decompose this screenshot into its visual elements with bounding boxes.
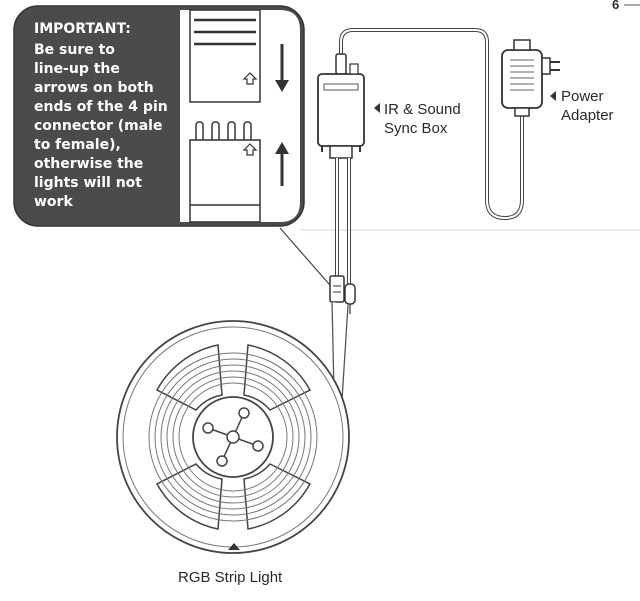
callout-line: connector (male xyxy=(34,118,162,134)
arrow-down-icon xyxy=(275,44,289,92)
page-number: 6 xyxy=(612,0,619,12)
callout-line: arrows on both xyxy=(34,80,154,96)
callout-line: line-up the xyxy=(34,61,120,77)
hub-spokes xyxy=(202,407,264,467)
callout-line: otherwise the xyxy=(34,156,143,172)
callout-heading: IMPORTANT: xyxy=(34,21,131,37)
sync-box-label: IR & Sound xyxy=(384,101,461,118)
male-connector-illustration xyxy=(189,121,261,223)
female-connector-illustration xyxy=(189,9,261,103)
led-strip-reel xyxy=(116,320,350,554)
alignment-arrow-icon xyxy=(242,72,258,85)
strip-light-label: RGB Strip Light xyxy=(178,569,283,586)
pointer-arrow-icon xyxy=(550,91,556,101)
alignment-arrow-icon xyxy=(242,143,258,156)
callout-line: Be sure to xyxy=(34,42,115,58)
callout-line: ends of the 4 pin xyxy=(34,99,168,115)
callout-line: to female), xyxy=(34,137,121,153)
arrow-up-icon xyxy=(275,142,289,186)
callout-line: work xyxy=(34,194,73,210)
ir-sensor-head xyxy=(344,283,356,305)
four-pin-connector xyxy=(329,275,345,303)
callout-line: lights will not xyxy=(34,175,142,191)
sync-box-illustration xyxy=(317,53,365,159)
adapter-label: Power xyxy=(561,88,604,105)
adapter-label: Adapter xyxy=(561,107,614,124)
important-callout: IMPORTANT: Be sure to line-up the arrows… xyxy=(13,5,305,227)
pointer-arrow-icon xyxy=(374,103,380,113)
sync-box-label: Sync Box xyxy=(384,120,448,137)
pointer-arrow-icon xyxy=(228,543,240,550)
coiled-strip xyxy=(148,344,318,530)
callout-pointer xyxy=(279,227,337,293)
power-adapter-illustration xyxy=(501,39,560,117)
